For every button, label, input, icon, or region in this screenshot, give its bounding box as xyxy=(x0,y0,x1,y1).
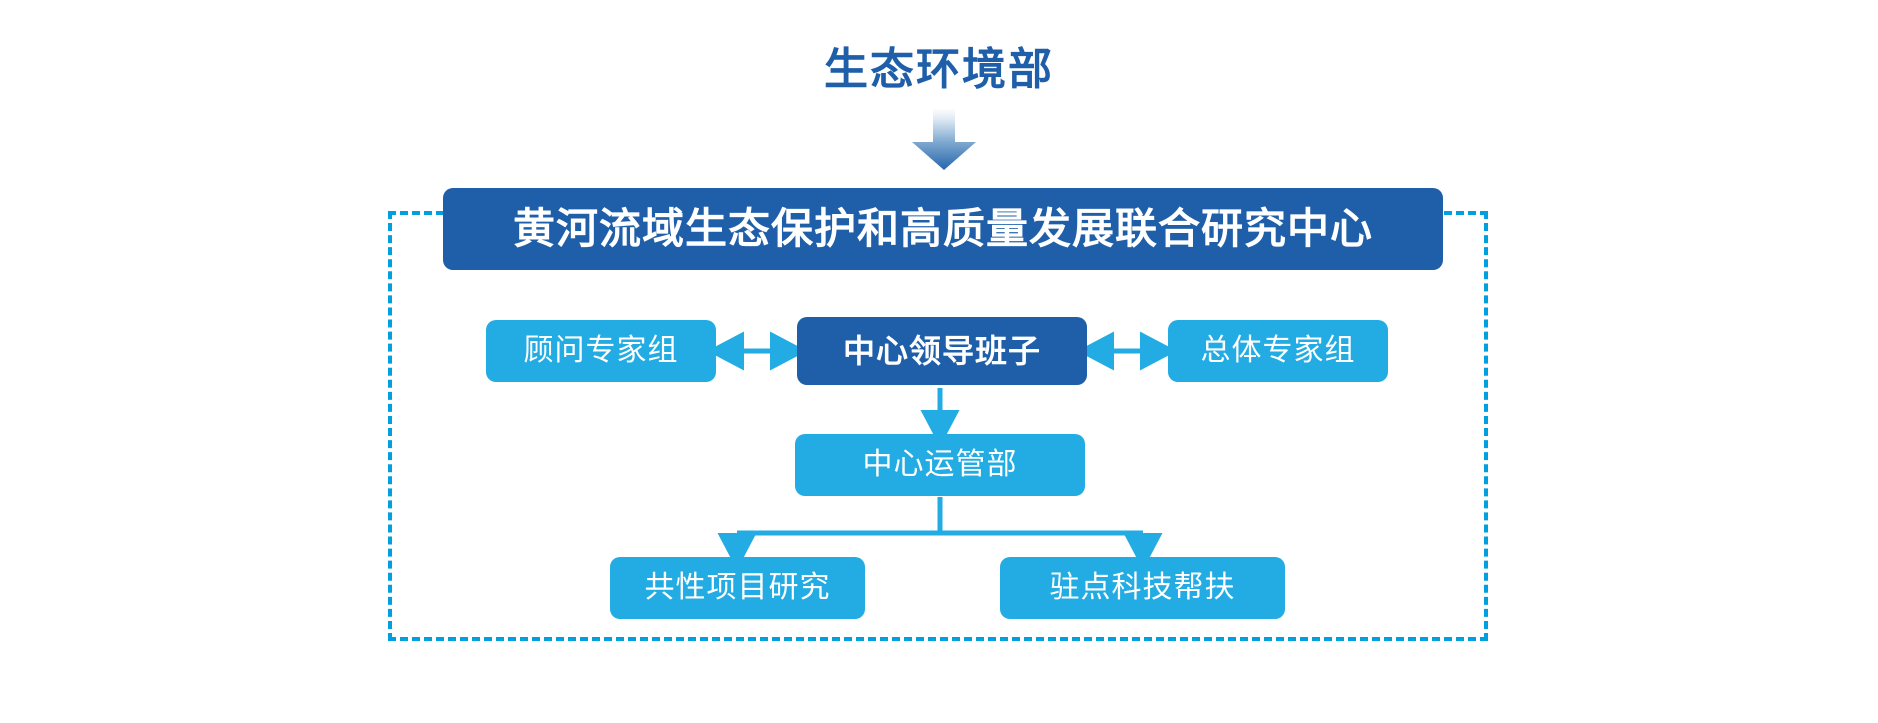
node-station-tech-support[interactable]: 驻点科技帮扶 xyxy=(1000,557,1285,619)
center-banner[interactable]: 黄河流域生态保护和高质量发展联合研究中心 xyxy=(443,188,1443,270)
node-advisory-group[interactable]: 顾问专家组 xyxy=(486,320,716,382)
node-overall-expert-group[interactable]: 总体专家组 xyxy=(1168,320,1388,382)
page-title: 生态环境部 xyxy=(824,45,1054,94)
center-scope-dashed-frame xyxy=(388,211,1488,641)
node-operations-department[interactable]: 中心运管部 xyxy=(795,434,1085,496)
ministry-to-banner-arrow-icon xyxy=(912,108,976,170)
node-leadership-team[interactable]: 中心领导班子 xyxy=(797,317,1087,385)
node-common-project-research[interactable]: 共性项目研究 xyxy=(610,557,865,619)
